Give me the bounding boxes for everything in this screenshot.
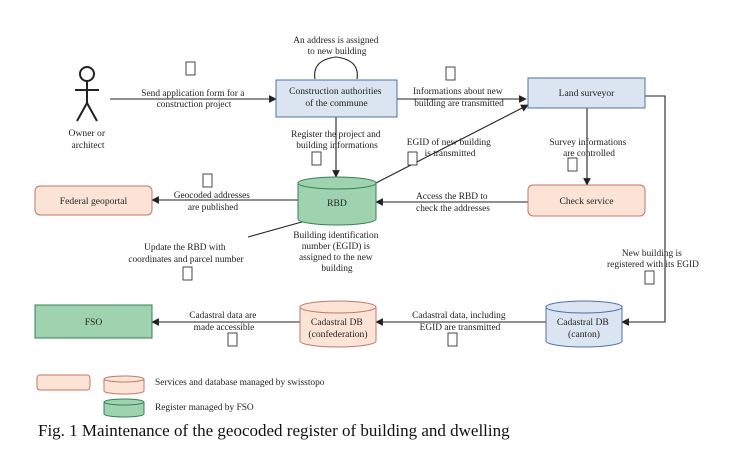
document-icon: [311, 151, 322, 166]
svg-text:RBD: RBD: [327, 198, 347, 209]
label-address-assigned: An address is assigned to new building: [293, 36, 381, 57]
rbd-database: RBD: [297, 176, 377, 226]
label-egid-number: Building identification number (EGID) is…: [293, 230, 381, 274]
label-survey-controlled: Survey informations are controlled: [549, 137, 628, 159]
construction-authorities-box: Construction authorities of the commune: [275, 79, 398, 118]
label-geocoded-published: Geocoded addresses are published: [174, 191, 253, 213]
person-icon: [79, 66, 95, 82]
legend-swisstopo-text: Services and database managed by swissto…: [155, 378, 325, 388]
arrow-surveyor-to-canton-db: [621, 95, 666, 326]
document-icon: [182, 266, 193, 281]
svg-text:Construction authorities: Construction authorities of the commune: [289, 86, 384, 109]
svg-text:Federal geoportal: Federal geoportal: [60, 196, 128, 207]
legend-swisstopo-box: [36, 374, 91, 391]
svg-text:Cadastral DB (canton): Cadastral DB (canton): [557, 317, 611, 340]
label-send-application: Send application form for a construction…: [141, 88, 246, 110]
self-loop-authorities: [314, 56, 358, 80]
fso-box: FSO: [34, 304, 153, 339]
legend: [36, 374, 145, 418]
legend-fso-text: Register managed by FSO: [155, 403, 254, 413]
document-icon: [447, 332, 458, 347]
document-icon: [185, 61, 196, 76]
connectors: [110, 56, 666, 326]
label-update-rbd: Update the RBD with coordinates and parc…: [128, 243, 244, 265]
cadastral-db-confederation: Cadastral DB (confederation): [299, 300, 377, 348]
label-registered-egid: New building is registered with its EGID: [607, 249, 699, 270]
document-icon: [407, 151, 418, 166]
svg-text:Land surveyor: Land surveyor: [559, 88, 615, 99]
label-cadastral-including: Cadastral data, including EGID are trans…: [412, 311, 508, 333]
label-cadastral-accessible: Cadastral data are made accessible: [189, 311, 259, 333]
owner-actor: [75, 66, 99, 122]
arrow-rbd-to-surveyor: [369, 104, 529, 187]
label-informations-transmitted: Informations about new building are tran…: [413, 86, 505, 109]
federal-geoportal-box: Federal geoportal: [34, 185, 153, 216]
check-service-box: Check service: [527, 184, 646, 217]
label-access-rbd: Access the RBD to check the addresses: [416, 192, 490, 214]
label-egid-transmitted: EGID of new building is transmitted: [407, 137, 493, 159]
document-icon: [202, 173, 213, 188]
document-icons: [182, 61, 655, 347]
label-register-project: Register the project and building inform…: [291, 130, 383, 151]
document-icon: [567, 157, 578, 172]
svg-text:FSO: FSO: [85, 317, 103, 328]
land-surveyor-box: Land surveyor: [527, 77, 646, 109]
owner-label: Owner or architect: [69, 128, 108, 151]
document-icon: [644, 270, 655, 285]
legend-fso-cylinder: [103, 402, 145, 418]
svg-text:Check service: Check service: [559, 196, 613, 207]
document-icon: [227, 332, 238, 347]
document-icon: [445, 66, 456, 81]
figure-caption: Fig. 1 Maintenance of the geocoded regis…: [38, 421, 510, 440]
svg-text:Cadastral DB (confederat: Cadastral DB (confederation): [308, 317, 367, 340]
cadastral-db-canton: Cadastral DB (canton): [545, 300, 623, 348]
legend-swisstopo-cylinder: [103, 379, 145, 395]
